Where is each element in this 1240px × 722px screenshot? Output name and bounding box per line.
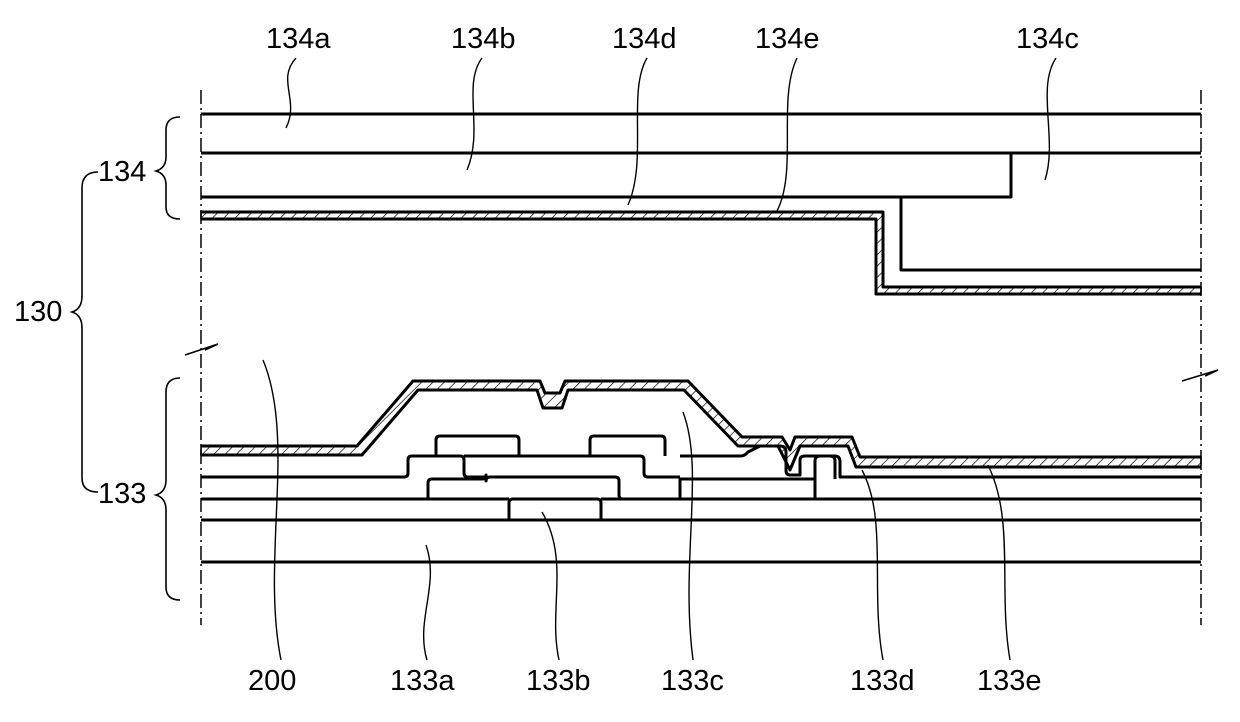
brace-130 bbox=[72, 172, 98, 492]
film-134e-top-edge bbox=[201, 212, 1201, 287]
brace-134 bbox=[156, 117, 180, 219]
film-134e-bottom-edge bbox=[201, 219, 1201, 294]
hatched-film-134e bbox=[201, 212, 1201, 294]
label-134: 134 bbox=[98, 156, 146, 188]
passivation-top-edge bbox=[201, 381, 1201, 457]
right-island-133c bbox=[590, 436, 665, 456]
layer-134b-outline bbox=[201, 153, 1011, 197]
label-134c: 134c bbox=[1016, 23, 1079, 55]
leader-134d bbox=[628, 58, 647, 205]
label-134a: 134a bbox=[266, 23, 331, 55]
step-layer-133b bbox=[428, 475, 815, 499]
contact-plug bbox=[815, 456, 835, 479]
electrode-133b bbox=[509, 499, 601, 520]
label-200: 200 bbox=[248, 665, 296, 697]
leader-200 bbox=[263, 360, 281, 660]
right-break-mark bbox=[1182, 370, 1218, 381]
label-134b: 134b bbox=[451, 23, 516, 55]
label-133: 133 bbox=[98, 478, 146, 510]
label-134d: 134d bbox=[612, 23, 677, 55]
leader-133b bbox=[542, 512, 559, 660]
leader-134c bbox=[1045, 58, 1056, 180]
left-step-layer bbox=[201, 456, 486, 477]
label-134e: 134e bbox=[755, 23, 820, 55]
leader-134a bbox=[286, 58, 296, 128]
label-130: 130 bbox=[14, 296, 62, 328]
leader-133c bbox=[683, 412, 693, 660]
left-island-133c bbox=[436, 436, 519, 456]
left-break-mark bbox=[185, 344, 218, 355]
label-133d: 133d bbox=[850, 665, 915, 697]
leader-134e bbox=[777, 58, 797, 211]
upper-layer-stack-134 bbox=[201, 114, 1201, 294]
label-133e: 133e bbox=[977, 665, 1042, 697]
leader-lines bbox=[263, 58, 1056, 660]
layer-134c-outline bbox=[901, 197, 1201, 270]
label-133c: 133c bbox=[661, 665, 724, 697]
brace-133 bbox=[156, 378, 180, 600]
lower-layer-stack-133 bbox=[201, 381, 1201, 562]
mid-step-layer bbox=[464, 456, 680, 477]
label-133b: 133b bbox=[526, 665, 591, 697]
label-133a: 133a bbox=[390, 665, 455, 697]
